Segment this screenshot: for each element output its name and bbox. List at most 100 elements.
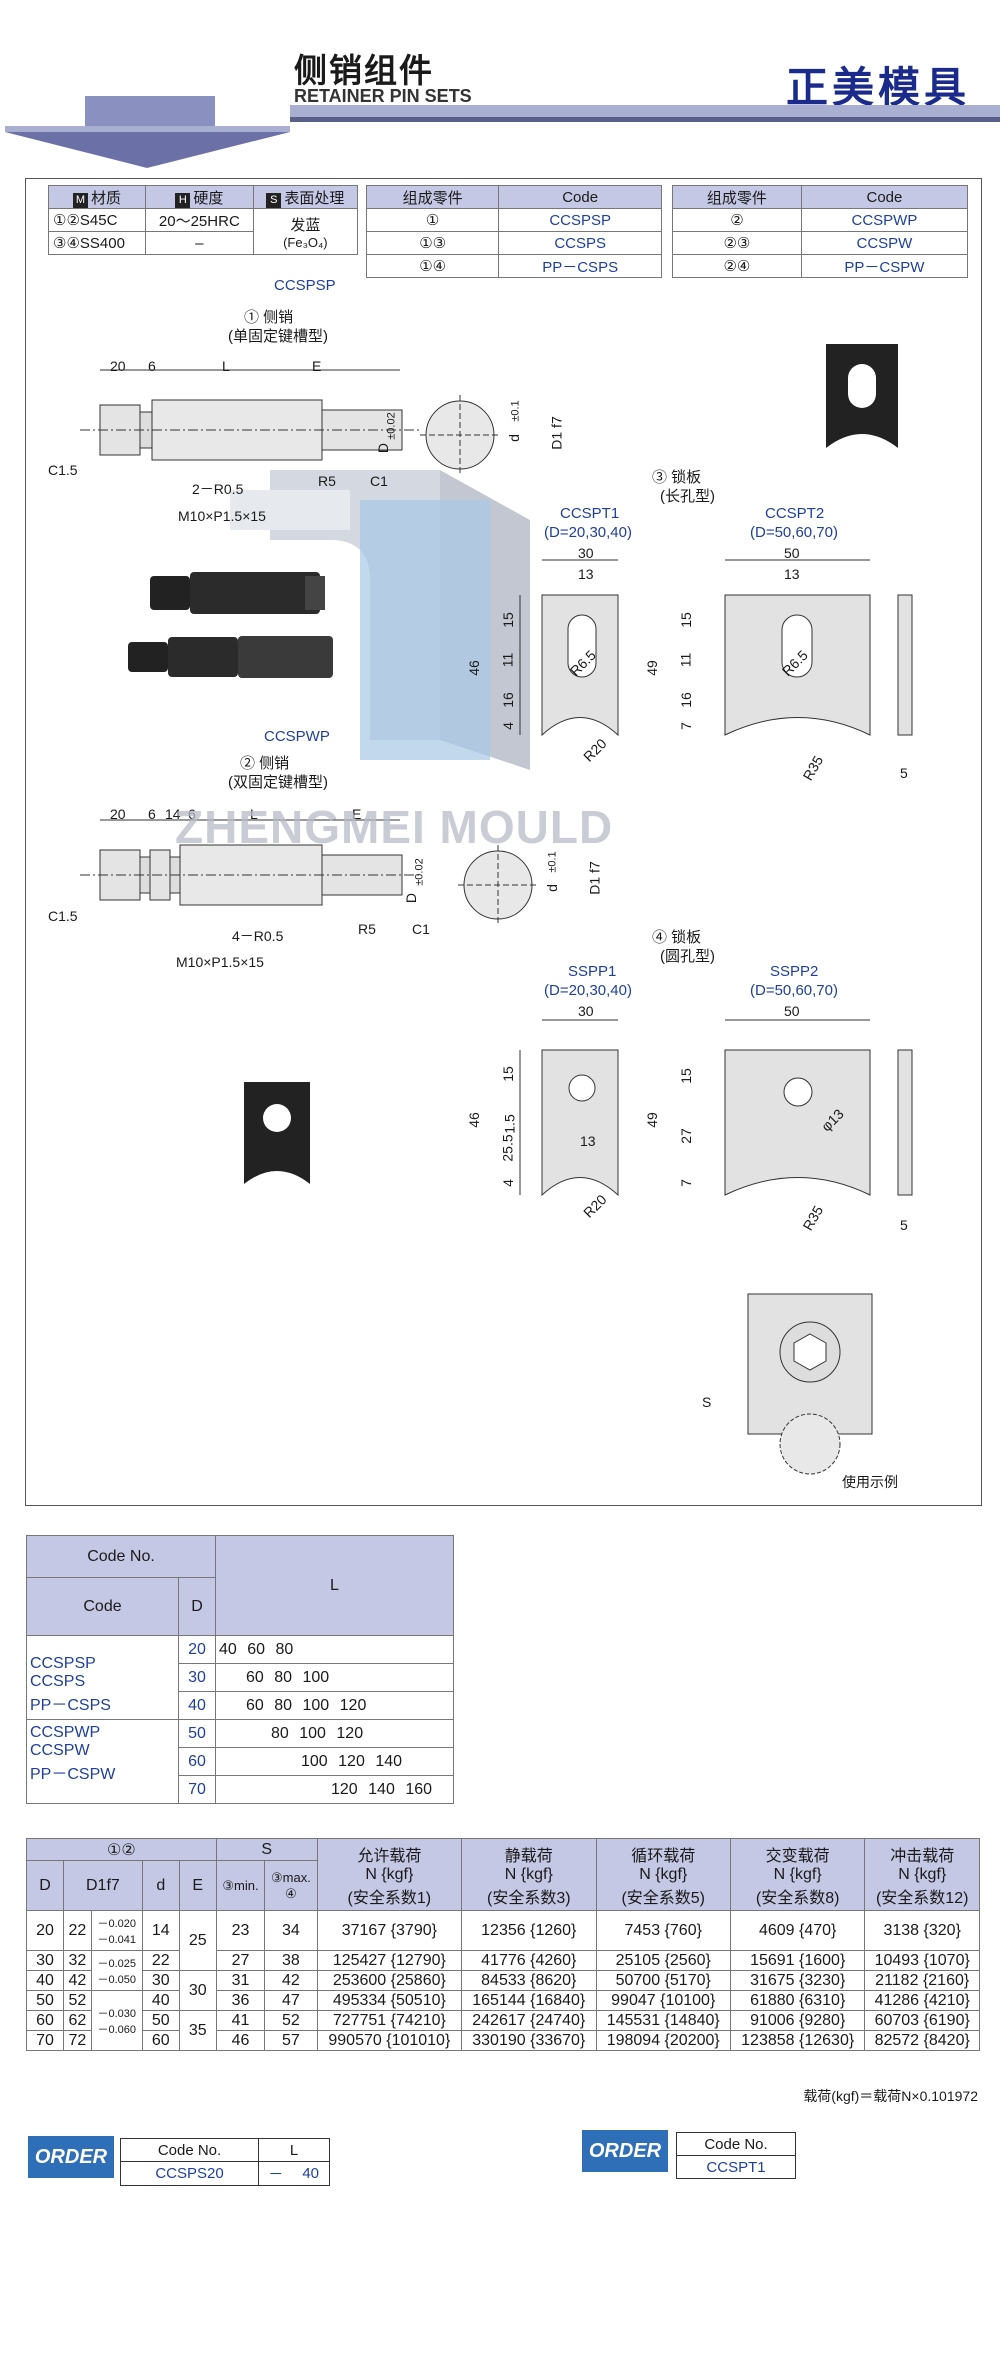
table-cell: 30: [178, 1970, 217, 2011]
dim-label: 49: [643, 660, 660, 676]
s-min-header: ③min.: [215, 1860, 266, 1911]
drawing-frame: [25, 178, 982, 1506]
dim-label: 15: [677, 612, 694, 628]
combo-cell: ①④: [365, 254, 500, 278]
dim-label: D1 f7: [586, 861, 603, 895]
dim-label: 15: [499, 1066, 516, 1082]
dim-label: 46: [465, 660, 482, 676]
combo-cell: ②③: [672, 231, 802, 255]
load-cell: 330190 {33670}: [461, 2030, 597, 2051]
table-cell: 62: [63, 2010, 92, 2031]
order-table-2: Code No. CCSPT1: [676, 2132, 796, 2179]
load-cell: 37167 {3790}: [316, 1910, 463, 1951]
combo-cell: ②④: [672, 254, 802, 278]
order-badge: ORDER: [28, 2136, 114, 2178]
pin1-name: ① 侧销: [244, 309, 294, 326]
l-cell: 80 100 120: [215, 1719, 454, 1748]
sspp2-range: (D=50,60,70): [750, 982, 838, 999]
load-cell: 165144 {16840}: [461, 1990, 597, 2011]
code-header: Code: [26, 1577, 179, 1636]
table-cell: 60: [141, 2030, 180, 2051]
pin2-drawing: [40, 810, 440, 960]
dim-label: ±0.1: [546, 851, 559, 873]
d-cell: 30: [178, 1663, 216, 1692]
pin1-code: CCSPSP: [274, 277, 336, 294]
dim-label: L: [222, 358, 230, 374]
table-cell: 40: [141, 1990, 180, 2011]
dim-label: 16: [499, 692, 516, 708]
table-cell: 30: [26, 1950, 64, 1971]
codeno-header: Code No.: [26, 1535, 216, 1578]
dim-label: d: [543, 884, 560, 892]
load-cell: 50700 {5170}: [595, 1970, 731, 1991]
combo-cell: ②: [672, 208, 802, 232]
table-cell: 22: [63, 1910, 92, 1951]
load-cell: 125427 {12790}: [316, 1950, 463, 1971]
dim-label: 13: [784, 566, 800, 582]
load-cell: 253600 {25860}: [316, 1970, 463, 1991]
group12-header: ①②: [26, 1838, 217, 1861]
plate3-name: ③ 锁板: [652, 469, 702, 486]
code-header: Code: [800, 185, 969, 209]
table-cell: 50: [141, 2010, 180, 2031]
ccspt1-code: CCSPT1: [560, 505, 620, 522]
ccspt1-range: (D=20,30,40): [544, 524, 632, 541]
table-cell: 23: [215, 1910, 266, 1951]
dim-label: 27: [677, 1128, 694, 1144]
page-subtitle: RETAINER PIN SETS: [294, 86, 472, 106]
dim-label: 16: [677, 692, 694, 708]
table-cell: 35: [178, 2010, 217, 2051]
load-note: 载荷(kgf)＝载荷N×0.101972: [803, 2088, 978, 2104]
combo-header: 组成零件: [672, 185, 802, 209]
dim-label: E: [352, 806, 362, 822]
plate-photo-1: [822, 340, 902, 452]
table-cell: 52: [63, 1990, 92, 2011]
order-l-value: 40: [292, 2161, 331, 2186]
dim-label: 4－R0.5: [232, 928, 284, 944]
watermark: ZHENGMEI MOULD: [175, 801, 614, 853]
pin2-end-view: [458, 845, 538, 925]
dim-label: 46: [465, 1112, 482, 1128]
page-title: 侧销组件: [294, 52, 434, 89]
load-cell: 61880 {6310}: [729, 1990, 866, 2011]
brand-logo: 正美模具: [785, 63, 970, 112]
hardness-cell: 20～25HRC: [145, 208, 254, 232]
code-cell: CCSPW: [800, 231, 969, 255]
background-3d-shape: [230, 460, 560, 770]
dim-label: 5: [900, 1217, 908, 1233]
table-cell: 36: [215, 1990, 266, 2011]
sspp1-code: SSPP1: [568, 963, 617, 980]
table-cell: 57: [264, 2030, 318, 2051]
table-cell: 52: [264, 2010, 318, 2031]
code-cell: PP－CSPW: [800, 254, 969, 278]
combo-cell: ①③: [365, 231, 500, 255]
l-header: L: [215, 1535, 454, 1636]
load-cell: 495334 {50510}: [316, 1990, 463, 2011]
pin2-code: CCSPWP: [264, 728, 330, 745]
pin-photo-1: [150, 568, 330, 618]
code-cell: CCSPWP: [800, 208, 969, 232]
load-cell: 3138 {320}: [864, 1910, 980, 1951]
s-max-header: ③max.④: [264, 1860, 318, 1911]
dim-label: C1.5: [48, 462, 78, 478]
d-cell: 40: [178, 1691, 216, 1720]
dim-label: ±0.02: [385, 412, 398, 440]
table-cell: 27: [215, 1950, 266, 1971]
load-cell: 25105 {2560}: [595, 1950, 731, 1971]
load-cell: 145531 {14840}: [595, 2010, 731, 2031]
dim-label: 2－R0.5: [192, 481, 244, 497]
ccspt2-code: CCSPT2: [765, 505, 825, 522]
tol-cell: －0.030 －0.060: [90, 1990, 143, 2051]
dim-label: 1.5: [501, 1114, 518, 1134]
sspp1-drawing: [470, 1000, 650, 1220]
combo-header: 组成零件: [365, 185, 500, 209]
dim-label: S: [702, 1394, 712, 1410]
dim-label: 4: [499, 722, 516, 730]
